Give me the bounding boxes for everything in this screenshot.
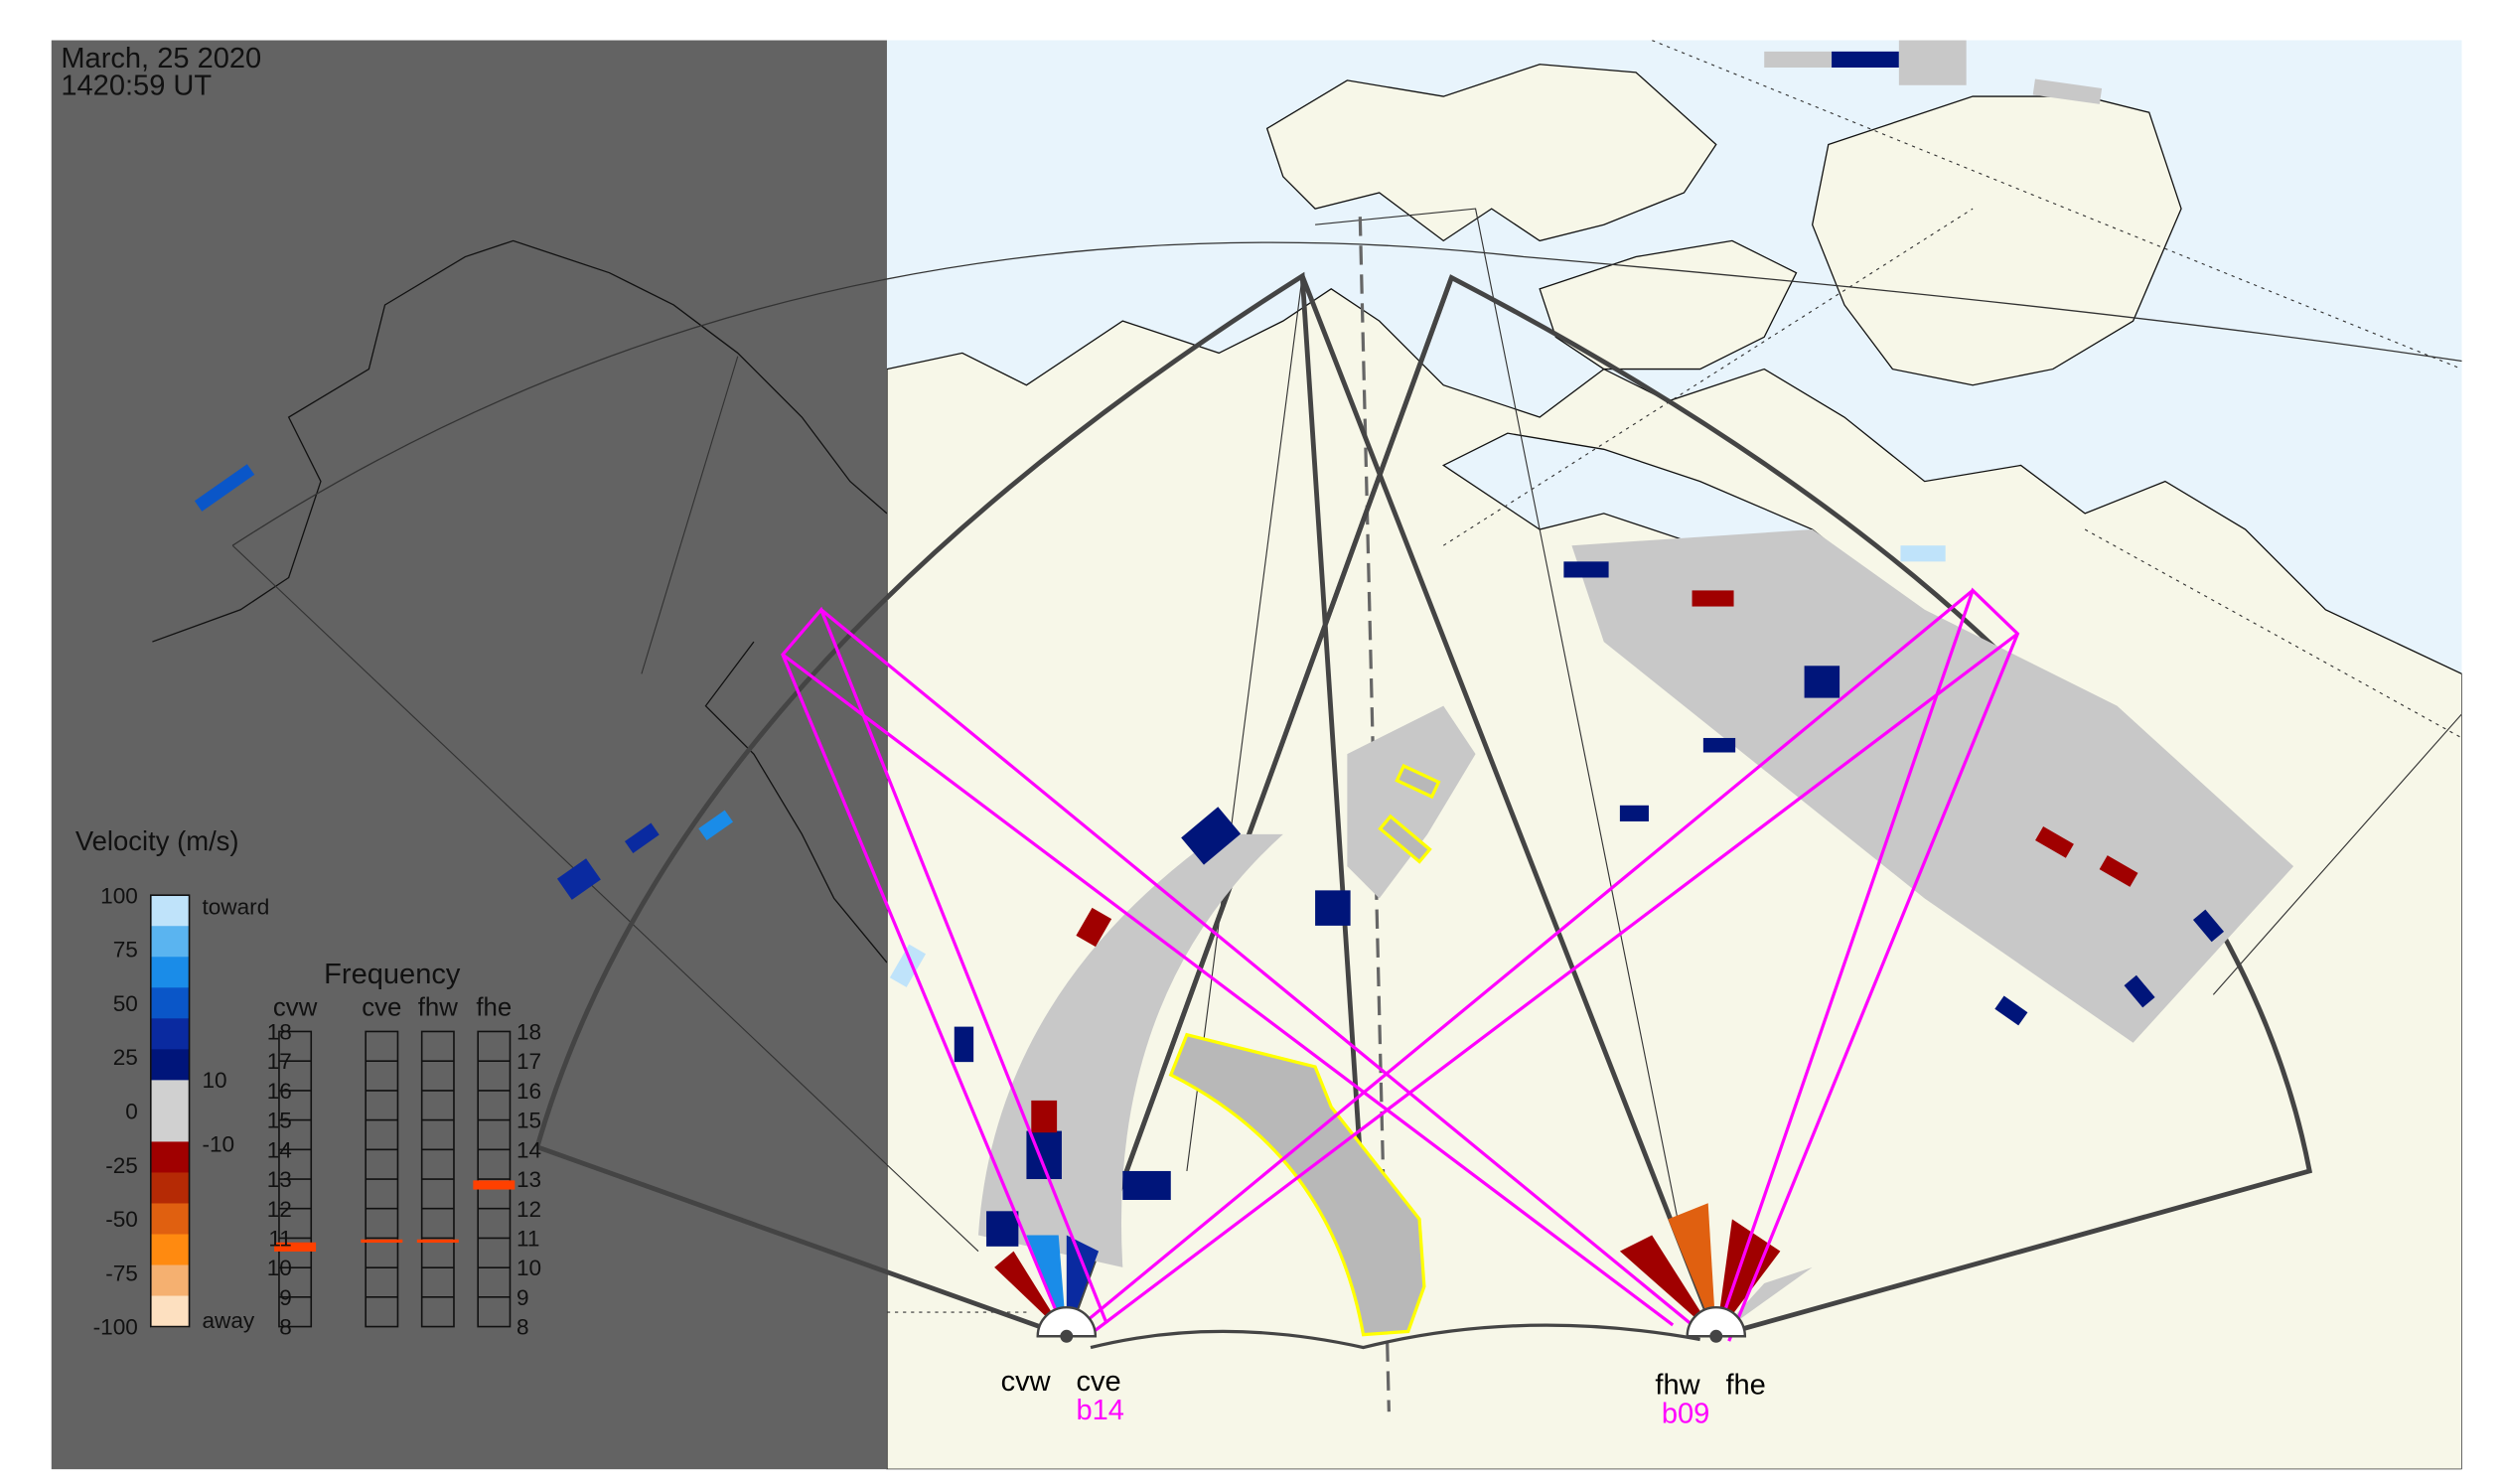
beam-cv-b14 <box>781 606 1108 1337</box>
frequency-tick-left: 12 <box>267 1197 292 1222</box>
ground-scatter-mid <box>1347 705 1476 899</box>
colorbar-segment <box>150 1203 190 1236</box>
highlighted-range-gates <box>1168 1032 1426 1337</box>
velocity-tick: -50 <box>105 1207 138 1232</box>
velocity-tick: 50 <box>113 991 138 1016</box>
velocity-cells <box>194 40 2225 1247</box>
frequency-tick-right: 11 <box>516 1227 539 1252</box>
frequency-tick-right: 14 <box>516 1137 541 1162</box>
velocity-tick: 0 <box>125 1099 138 1123</box>
colorbar-segment <box>150 1172 190 1205</box>
toward-label: toward <box>202 895 269 920</box>
frequency-title: Frequency <box>324 959 461 990</box>
frequency-tick-right: 12 <box>516 1197 541 1222</box>
radar-site-west <box>1036 1306 1098 1343</box>
frequency-radar-label: fhw <box>418 993 459 1021</box>
frequency-tick-right: 10 <box>516 1256 541 1280</box>
beam-label-b09: b09 <box>1662 1398 1709 1429</box>
colorbar-segment <box>150 987 190 1020</box>
frequency-tick-left: 16 <box>267 1079 292 1104</box>
colorbar-segment <box>150 1018 190 1051</box>
frequency-radar-label: cve <box>362 993 401 1021</box>
land-arctic-islands <box>1265 64 1717 242</box>
colorbar-segment <box>150 1295 190 1328</box>
longitude-lines <box>231 208 2462 1253</box>
frequency-tick-left: 9 <box>279 1285 292 1310</box>
frequency-radar-label: cvw <box>273 993 318 1021</box>
frequency-tick-left: 10 <box>267 1256 292 1280</box>
radar-site-east <box>1686 1306 1747 1343</box>
velocity-tick: 100 <box>100 883 138 908</box>
colorbar-segment <box>150 1111 190 1143</box>
velocity-tick: -75 <box>105 1261 138 1285</box>
land-mainland <box>886 288 2462 1470</box>
frequency-tick-left: 11 <box>268 1227 291 1252</box>
ground-scatter-fh <box>1571 529 2294 1043</box>
alaska-outline <box>152 239 888 964</box>
selected-beams <box>781 587 2020 1342</box>
frequency-radar-label: fhe <box>476 993 512 1021</box>
gs-lower-label: -10 <box>202 1132 234 1157</box>
radar-label-cve: cve <box>1076 1366 1120 1398</box>
beam-fh-b09 <box>1714 587 2020 1342</box>
highlighted-cell <box>1395 763 1441 800</box>
frequency-tick-left: 15 <box>267 1109 292 1133</box>
frequency-tick-right: 16 <box>516 1079 541 1104</box>
away-label: away <box>202 1308 254 1333</box>
frequency-tick-right: 13 <box>516 1167 541 1192</box>
dotted-graticule <box>886 40 2462 1313</box>
highlighted-cell <box>1378 814 1432 864</box>
radar-label-cvw: cvw <box>1001 1366 1052 1398</box>
velocity-tick: 25 <box>113 1045 138 1070</box>
velocity-tick: 75 <box>113 938 138 963</box>
radar-label-fhe: fhe <box>1725 1369 1765 1401</box>
frequency-tick-left: 18 <box>267 1020 292 1045</box>
frequency-tick-right: 17 <box>516 1049 541 1074</box>
frequency-tick-left: 8 <box>279 1315 292 1340</box>
frequency-tick-left: 17 <box>267 1049 292 1074</box>
velocity-tick: -100 <box>93 1315 138 1340</box>
radar-label-fhw: fhw <box>1655 1369 1700 1401</box>
colorbar-segment <box>150 1080 190 1113</box>
colorbar-segment <box>150 1141 190 1174</box>
frequency-marker-fhw <box>416 1239 459 1244</box>
time-label: 1420:59 UT <box>61 70 212 101</box>
colorbar-segment <box>150 895 190 928</box>
velocity-legend: Velocity (m/s) 100 75 50 25 0 -25 -50 -75 -100 t… <box>75 825 269 1340</box>
fov-baseline <box>1090 1323 1700 1350</box>
colorbar-segment <box>150 926 190 959</box>
frequency-tick-right: 18 <box>516 1020 541 1045</box>
date-label: March, 25 2020 <box>61 43 261 74</box>
frequency-tick-left: 13 <box>267 1167 292 1192</box>
frequency-marker-cve <box>361 1239 403 1244</box>
colorbar-segment <box>150 1049 190 1082</box>
velocity-legend-title: Velocity (m/s) <box>75 825 239 856</box>
frequency-marker-cvw <box>274 1242 317 1252</box>
colorbar-segment <box>150 1264 190 1297</box>
beam-label-b14: b14 <box>1076 1395 1123 1426</box>
colorbar-segment <box>150 1234 190 1266</box>
colorbar-segment <box>150 957 190 989</box>
frequency-tick-left: 14 <box>267 1137 292 1162</box>
latitude-circle <box>231 241 2462 546</box>
velocity-colorbar <box>149 894 191 1328</box>
gs-upper-label: 10 <box>202 1068 226 1093</box>
frequency-tick-right: 9 <box>516 1285 529 1310</box>
frequency-tick-right: 8 <box>516 1315 529 1340</box>
land-baffin <box>1539 239 1798 371</box>
colorbar-border <box>149 894 191 1328</box>
frequency-marker-fhe <box>473 1180 515 1190</box>
frequency-tick-right: 15 <box>516 1109 541 1133</box>
map-area <box>51 40 2462 1470</box>
velocity-tick: -25 <box>105 1153 138 1178</box>
